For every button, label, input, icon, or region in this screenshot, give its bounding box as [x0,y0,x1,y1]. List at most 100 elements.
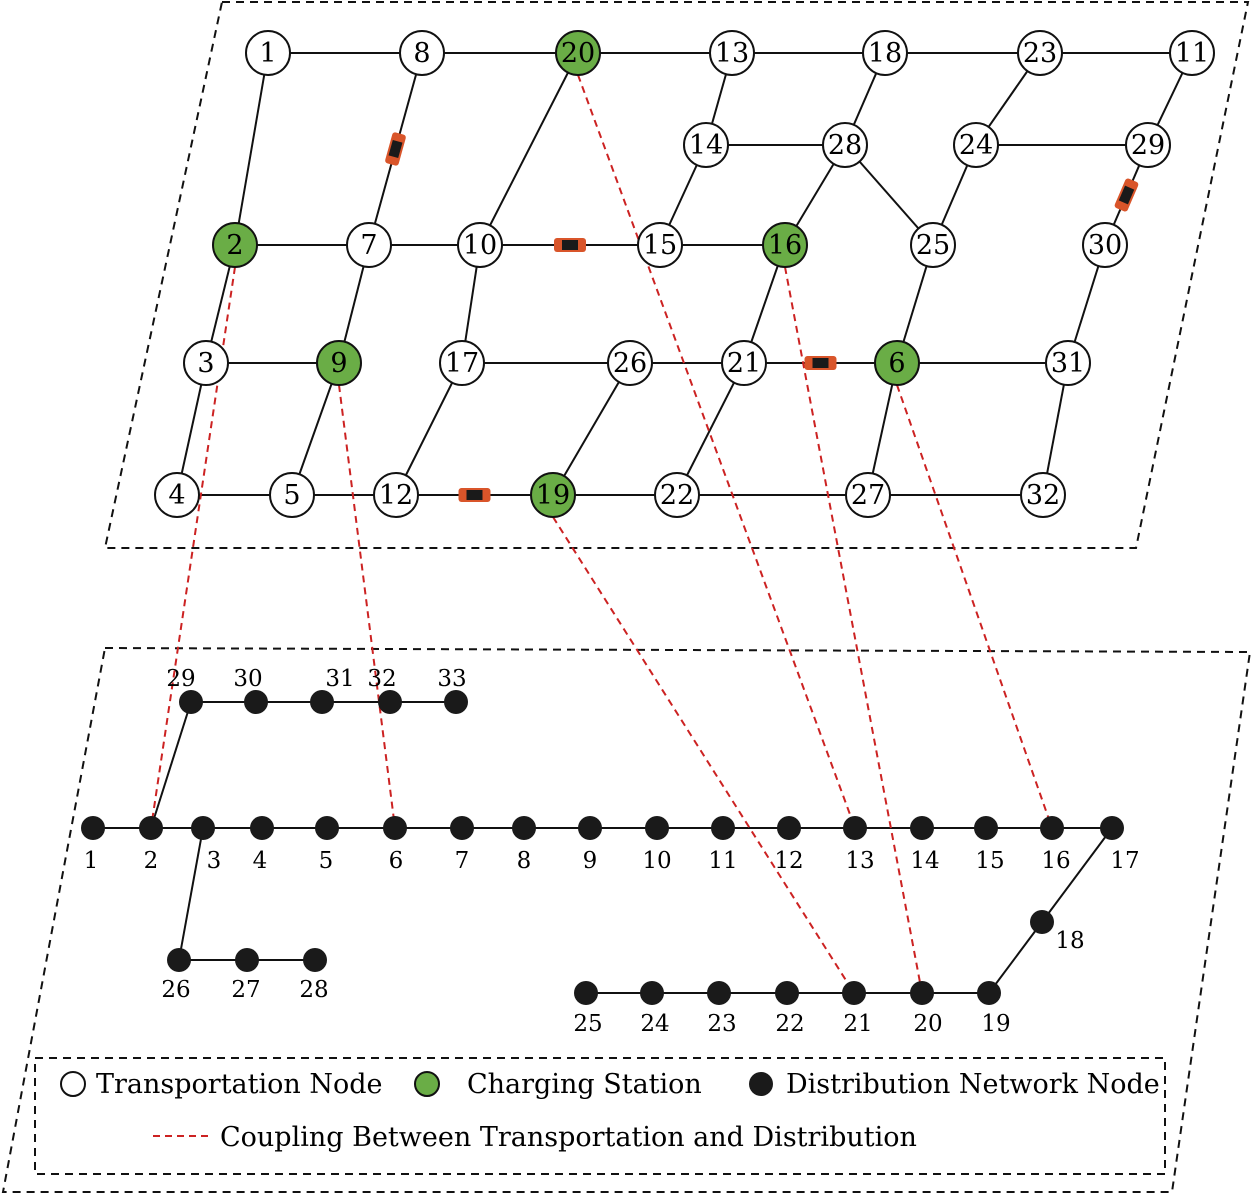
vehicle-icon [554,238,586,252]
distribution-node-label: 26 [161,977,190,1003]
distribution-node [707,981,731,1005]
coupling-line [552,516,855,994]
legend-coupling-label: Coupling Between Transportation and Dist… [220,1122,917,1153]
node-circle [373,472,419,518]
transport-edge [479,52,579,246]
transport-node: 26 [607,340,653,386]
distribution-node-label: 3 [207,848,222,874]
vehicle-icon [804,356,837,370]
transport-node-label: 26 [613,348,647,379]
transport-node-label: 13 [715,38,749,69]
transport-node-label: 9 [330,348,347,379]
distribution-node [315,816,339,840]
node-circle [1169,30,1215,76]
transport-node-label: 14 [689,130,723,161]
transport-edge [395,362,463,496]
charging-station-node: 20 [555,30,601,76]
vehicle-icon [1114,178,1139,212]
legend: Transportation Node Charging Station Dis… [34,1057,1166,1175]
node-circle [721,340,767,386]
transport-node-label: 4 [168,480,185,511]
charging-station-node: 6 [874,340,920,386]
transport-node: 27 [845,472,891,518]
transport-node-label: 28 [828,130,862,161]
node-circle [1020,472,1066,518]
distribution-node-label: 25 [573,1011,602,1037]
transport-node: 32 [1020,472,1066,518]
transport-node: 31 [1045,340,1091,386]
vehicle-icon [385,132,406,166]
transport-node-label: 27 [851,480,885,511]
transport-node: 15 [637,222,683,268]
transport-node: 23 [1017,30,1063,76]
distribution-node-label: 22 [775,1011,804,1037]
transport-node: 29 [1125,122,1171,168]
distribution-node [1100,816,1124,840]
distribution-layer-frame [1,646,1252,1193]
distribution-node-label: 7 [455,848,470,874]
coupling-line [338,384,396,829]
charging-station-node: 19 [530,472,576,518]
distribution-node [842,981,866,1005]
transport-node: 21 [721,340,767,386]
node-circle [953,122,999,168]
transport-node-label: 5 [283,480,300,511]
transport-edge [552,362,631,496]
node-circle [316,340,362,386]
distribution-node [444,690,468,714]
node-circle [346,222,392,268]
transport-node: 7 [346,222,392,268]
transport-layer-frame [103,1,1250,549]
transport-node-label: 31 [1051,348,1085,379]
distribution-node-label: 23 [707,1011,736,1037]
distribution-node [235,948,259,972]
transport-node-label: 20 [561,38,595,69]
legend-distribution-node-symbol [749,1072,773,1096]
transport-node-label: 24 [959,130,993,161]
distribution-node-label: 19 [981,1011,1010,1037]
transport-node-label: 10 [463,230,497,261]
transport-node-label: 17 [445,348,479,379]
charging-station-node: 9 [316,340,362,386]
distribution-node [843,816,867,840]
legend-charging-station-label: Charging Station [467,1069,702,1100]
transport-node: 12 [373,472,419,518]
transport-node: 22 [654,472,700,518]
node-circle [154,472,200,518]
node-circle [399,30,445,76]
distribution-node-label: 17 [1110,848,1139,874]
distribution-node-label: 8 [517,848,532,874]
distribution-node [250,816,274,840]
node-circle [637,222,683,268]
vehicle-icon [458,488,491,502]
transport-node: 3 [183,340,229,386]
distribution-node-label: 15 [975,848,1004,874]
coupling-line [896,384,1053,829]
node-circle [1045,340,1091,386]
node-circle [862,30,908,76]
node-circle [910,222,956,268]
transport-node-label: 15 [643,230,677,261]
node-circle [1125,122,1171,168]
transport-node: 25 [910,222,956,268]
vehicles [385,132,1139,502]
transport-node-label: 16 [768,230,802,261]
transport-node: 10 [457,222,503,268]
distribution-node-label: 29 [166,666,195,692]
distribution-node-label: 6 [389,848,404,874]
node-circle [1017,30,1063,76]
transport-node-label: 2 [226,230,243,261]
distribution-node-label: 13 [845,848,874,874]
node-circle [607,340,653,386]
distribution-node [450,816,474,840]
distribution-node-label: 31 [325,666,354,692]
transport-node: 5 [269,472,315,518]
node-circle [555,30,601,76]
distribution-node [81,816,105,840]
transport-node-label: 18 [868,38,902,69]
transport-node-label: 19 [536,480,570,511]
coupling-line [150,266,236,829]
distribution-node [167,948,191,972]
distribution-node [378,690,402,714]
